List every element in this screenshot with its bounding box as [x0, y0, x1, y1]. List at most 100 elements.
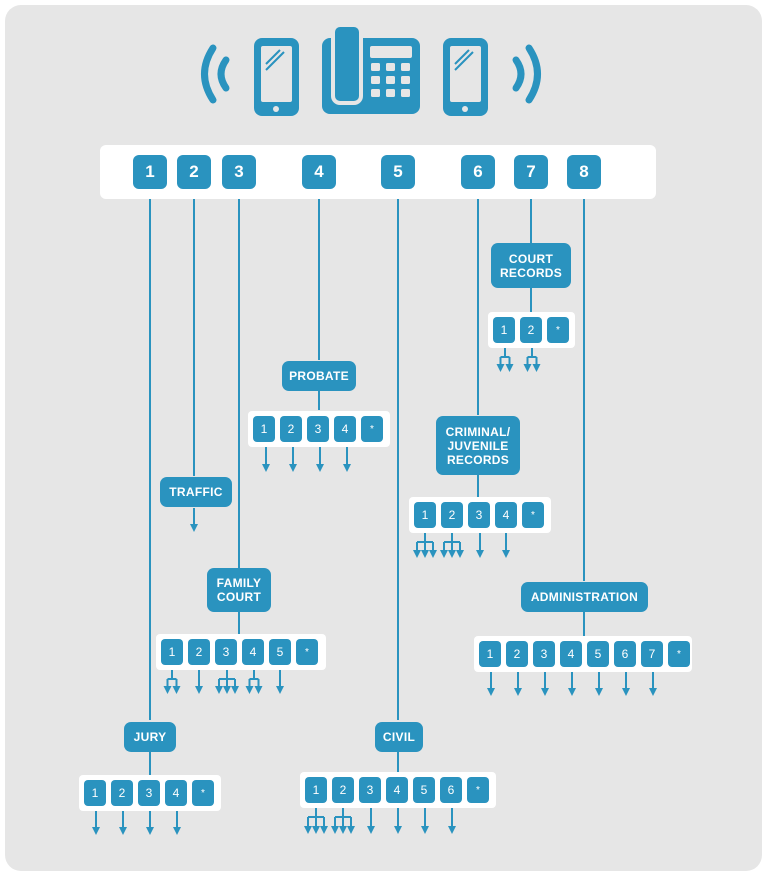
arrow-head: [622, 688, 630, 696]
menu-key-6[interactable]: 6: [461, 155, 495, 189]
probate-key[interactable]: 1: [253, 416, 275, 442]
civil-key[interactable]: 2: [332, 777, 354, 803]
arrow-head: [276, 686, 284, 694]
jury-key[interactable]: 2: [111, 780, 133, 806]
criminal-key-strip: 1 2 3 4 *: [409, 497, 551, 533]
family-court-key[interactable]: 3: [215, 639, 237, 665]
court-records-key-strip: 1 2 *: [488, 312, 575, 348]
arrow-head: [163, 686, 172, 694]
arrow-head: [339, 826, 347, 834]
administration-key[interactable]: 4: [560, 641, 582, 667]
arrow-head: [146, 827, 154, 835]
arrow-head: [231, 686, 239, 694]
probate-key-star[interactable]: *: [361, 416, 383, 442]
arrow-head: [456, 550, 464, 558]
court-records-key[interactable]: 1: [493, 317, 515, 343]
menu-key-1[interactable]: 1: [133, 155, 167, 189]
arrow-head: [496, 364, 505, 372]
family-court-key[interactable]: 4: [242, 639, 264, 665]
arrow-head: [195, 686, 203, 694]
administration-key[interactable]: 7: [641, 641, 663, 667]
jury-key-star[interactable]: *: [192, 780, 214, 806]
administration-key-strip: 1 2 3 4 5 6 7 *: [474, 636, 692, 672]
arrow-head: [532, 364, 541, 372]
arrow-head: [92, 827, 100, 835]
administration-key[interactable]: 5: [587, 641, 609, 667]
probate-label: PROBATE: [282, 361, 356, 391]
mobile-phone-icon: [254, 38, 299, 116]
civil-key[interactable]: 1: [305, 777, 327, 803]
arrow-head: [320, 826, 328, 834]
arrow-head: [215, 686, 223, 694]
family-court-key[interactable]: 1: [161, 639, 183, 665]
civil-key[interactable]: 3: [359, 777, 381, 803]
arrow-head: [304, 826, 312, 834]
court-records-label: COURT RECORDS: [491, 243, 571, 288]
administration-key[interactable]: 2: [506, 641, 528, 667]
probate-key[interactable]: 2: [280, 416, 302, 442]
court-records-key-star[interactable]: *: [547, 317, 569, 343]
arrow-head: [172, 686, 181, 694]
criminal-key[interactable]: 4: [495, 502, 517, 528]
criminal-key[interactable]: 2: [441, 502, 463, 528]
arrow-head: [421, 550, 429, 558]
civil-key[interactable]: 6: [440, 777, 462, 803]
criminal-key[interactable]: 3: [468, 502, 490, 528]
court-records-key[interactable]: 2: [520, 317, 542, 343]
family-court-key-strip: 1 2 3 4 5 *: [156, 634, 326, 670]
arrow-head: [367, 826, 375, 834]
arrow-head: [541, 688, 549, 696]
arrow-head: [476, 550, 484, 558]
jury-key[interactable]: 1: [84, 780, 106, 806]
menu-key-4[interactable]: 4: [302, 155, 336, 189]
civil-key[interactable]: 4: [386, 777, 408, 803]
arrow-head: [448, 550, 456, 558]
arrow-head: [254, 686, 263, 694]
family-court-key[interactable]: 2: [188, 639, 210, 665]
probate-key[interactable]: 4: [334, 416, 356, 442]
civil-key-star[interactable]: *: [467, 777, 489, 803]
arrow-group: [92, 348, 657, 835]
menu-key-8[interactable]: 8: [567, 155, 601, 189]
arrow-head: [331, 826, 339, 834]
administration-key[interactable]: 6: [614, 641, 636, 667]
mobile-phone-icon: [443, 38, 488, 116]
family-court-key-star[interactable]: *: [296, 639, 318, 665]
civil-label: CIVIL: [375, 722, 423, 752]
arrow-head: [343, 464, 351, 472]
family-court-label: FAMILY COURT: [207, 568, 271, 612]
arrow-head: [505, 364, 514, 372]
probate-key[interactable]: 3: [307, 416, 329, 442]
arrow-head: [514, 688, 522, 696]
arrow-head: [119, 827, 127, 835]
administration-key[interactable]: 1: [479, 641, 501, 667]
administration-key[interactable]: 3: [533, 641, 555, 667]
arrow-head: [487, 688, 495, 696]
civil-key[interactable]: 5: [413, 777, 435, 803]
administration-label: ADMINISTRATION: [521, 582, 648, 612]
criminal-key-star[interactable]: *: [522, 502, 544, 528]
jury-key[interactable]: 3: [138, 780, 160, 806]
jury-key[interactable]: 4: [165, 780, 187, 806]
administration-key-star[interactable]: *: [668, 641, 690, 667]
arrow-head: [316, 464, 324, 472]
menu-key-2[interactable]: 2: [177, 155, 211, 189]
arrow-head: [245, 686, 254, 694]
jury-label: JURY: [124, 722, 176, 752]
arrow-head: [173, 827, 181, 835]
criminal-juvenile-records-label: CRIMINAL/ JUVENILE RECORDS: [436, 416, 520, 475]
arrow-head: [347, 826, 355, 834]
menu-key-7[interactable]: 7: [514, 155, 548, 189]
signal-waves-right-icon: [512, 44, 541, 104]
arrow-head: [568, 688, 576, 696]
arrow-head: [262, 464, 270, 472]
arrow-head: [595, 688, 603, 696]
menu-key-5[interactable]: 5: [381, 155, 415, 189]
family-court-key[interactable]: 5: [269, 639, 291, 665]
arrow-head: [394, 826, 402, 834]
menu-key-3[interactable]: 3: [222, 155, 256, 189]
criminal-key[interactable]: 1: [414, 502, 436, 528]
arrow-head: [649, 688, 657, 696]
